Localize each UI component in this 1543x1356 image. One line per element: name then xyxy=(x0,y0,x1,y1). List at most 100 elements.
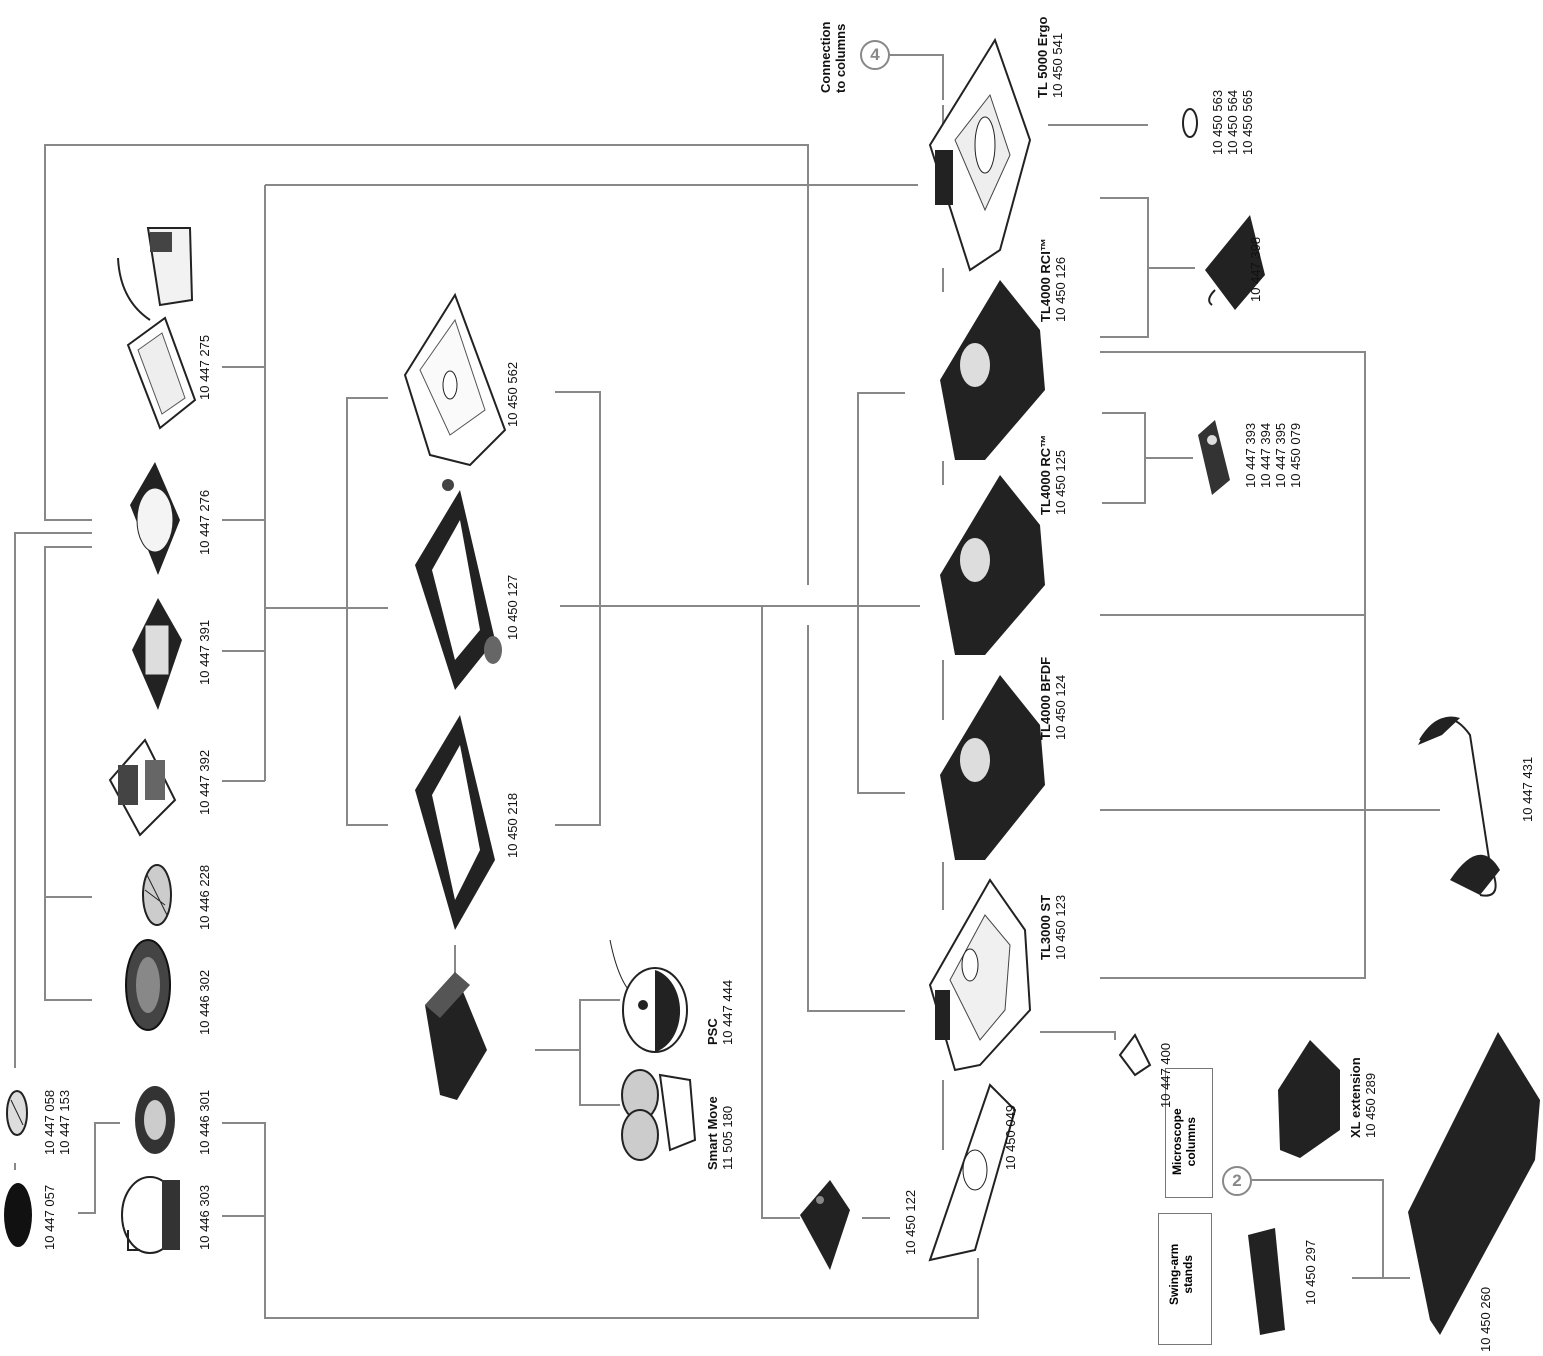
code-line: 10 450 565 xyxy=(1240,89,1255,155)
tl4000bfdf-name: TL4000 BFDF xyxy=(1038,656,1053,740)
smartmove-name: Smart Move xyxy=(705,1096,720,1170)
code-line: 10 447 395 xyxy=(1273,422,1288,488)
connection-line1: Connection xyxy=(818,21,833,94)
code-label: 10 447 431 xyxy=(1520,756,1535,822)
label-xl-extension: XL extension 10 450 289 xyxy=(1348,1057,1378,1138)
code-line: 10 447 153 xyxy=(57,1089,72,1155)
microscope-columns-line2: columns xyxy=(1184,1116,1198,1167)
code-label: 10 447 275 xyxy=(197,334,212,400)
base-tl4000rc-icon xyxy=(940,475,1045,655)
base-tl5000-icon xyxy=(928,37,1032,272)
filter-10447058-icon xyxy=(6,1090,28,1136)
swing-arm-line2: stands xyxy=(1181,1254,1195,1294)
connection-callout: Connection to columns xyxy=(818,22,848,94)
microscope-columns-label: Microscope columns xyxy=(1170,1108,1198,1175)
code-line: 10 447 058 xyxy=(42,1089,57,1155)
swing-arm-box xyxy=(1158,1213,1212,1345)
stage-plate-10447392-icon xyxy=(108,738,177,837)
block-10450122-icon xyxy=(800,1180,850,1270)
code-line: 10 450 079 xyxy=(1288,422,1303,488)
code-label: 10 447 398 xyxy=(1248,236,1263,302)
code-label: 10 447 057 xyxy=(42,1184,57,1250)
stage-10450218-icon xyxy=(415,715,495,930)
tl4000rc-code: 10 450 125 xyxy=(1053,449,1068,515)
microscope-columns-line1: Microscope xyxy=(1170,1108,1184,1175)
code-label: 10 446 302 xyxy=(197,969,212,1035)
tl4000rci-name: TL4000 RCI™ xyxy=(1038,238,1053,322)
base-plate-10450049-icon xyxy=(928,1083,1017,1262)
code-label: 10 450 127 xyxy=(505,574,520,640)
connection-number-badge: 4 xyxy=(860,40,890,70)
label-tl4000bfdf: TL4000 BFDF 10 450 124 xyxy=(1038,657,1068,740)
xl-code: 10 450 289 xyxy=(1363,1072,1378,1138)
stage-plate-10447391-icon xyxy=(132,598,182,710)
psc-name: PSC xyxy=(705,1018,720,1045)
code-label: 10 450 049 xyxy=(1003,1104,1018,1170)
holder-10447400-icon xyxy=(1118,1033,1152,1077)
plate-10450297-icon xyxy=(1248,1228,1285,1335)
code-label: 10 447 276 xyxy=(197,489,212,555)
code-label: 10 446 301 xyxy=(197,1089,212,1155)
insert-10447393-icon xyxy=(1198,420,1230,495)
base-tl3000-icon xyxy=(928,878,1032,1072)
gear-plate-10446302-icon xyxy=(125,939,171,1031)
label-tl5000: TL 5000 Ergo 10 450 541 xyxy=(1035,17,1065,98)
label-tl4000rci: TL4000 RCI™ 10 450 126 xyxy=(1038,238,1068,322)
adapter-10446301-icon xyxy=(135,1086,175,1154)
controller-box-icon xyxy=(425,972,487,1100)
code-label: 10 450 297 xyxy=(1303,1239,1318,1305)
code-label: 10 450 122 xyxy=(903,1189,918,1255)
connection-line2: to columns xyxy=(833,23,848,93)
swing-arm-label: Swing-arm stands xyxy=(1167,1244,1195,1305)
label-tl4000rc: TL4000 RC™ 10 450 125 xyxy=(1038,435,1068,515)
smartmove-code: 11 505 180 xyxy=(720,1105,735,1170)
code-label: 10 446 303 xyxy=(197,1184,212,1250)
microscope-columns-box xyxy=(1165,1068,1213,1198)
code-label: 10 447 400 xyxy=(1158,1042,1173,1108)
xl-name: XL extension xyxy=(1348,1057,1363,1138)
code-line: 10 447 393 xyxy=(1243,422,1258,488)
base-plate-10450260-icon xyxy=(1408,1032,1540,1335)
stage-plate-10447275-icon xyxy=(117,227,197,430)
columns-number-badge: 2 xyxy=(1222,1166,1252,1196)
base-tl4000rci-icon xyxy=(940,280,1045,460)
stage-plate-10447276-icon xyxy=(130,462,180,575)
filter-10446228-icon xyxy=(142,864,172,926)
code-label-group: 10 450 563 10 450 564 10 450 565 xyxy=(1210,90,1255,155)
tl4000rci-code: 10 450 126 xyxy=(1053,256,1068,322)
filter-10447057-icon xyxy=(4,1183,32,1247)
code-line: 10 450 564 xyxy=(1225,89,1240,155)
psc-joystick-icon xyxy=(609,939,688,1053)
code-label: 10 450 218 xyxy=(505,792,520,858)
tl3000-code: 10 450 123 xyxy=(1053,894,1068,960)
adapter-10446303-icon xyxy=(121,1176,180,1254)
label-smartmove: Smart Move 11 505 180 xyxy=(705,1096,735,1170)
smart-move-icon xyxy=(621,1069,697,1161)
code-label: 10 450 260 xyxy=(1478,1286,1493,1352)
code-label: 10 447 392 xyxy=(197,749,212,815)
tl4000rc-name: TL4000 RC™ xyxy=(1038,434,1053,515)
psc-code: 10 447 444 xyxy=(720,979,735,1045)
code-label-group: 10 447 393 10 447 394 10 447 395 10 450 … xyxy=(1243,423,1303,488)
code-label: 10 446 228 xyxy=(197,864,212,930)
tl5000-name: TL 5000 Ergo xyxy=(1035,16,1050,98)
stage-10450562-icon xyxy=(403,292,507,467)
tl4000bfdf-code: 10 450 124 xyxy=(1053,674,1068,740)
label-tl3000: TL3000 ST 10 450 123 xyxy=(1038,895,1068,960)
swing-arm-line1: Swing-arm xyxy=(1167,1243,1181,1305)
ring-10450563-icon xyxy=(1182,108,1198,138)
code-label: 10 447 391 xyxy=(197,619,212,685)
code-label: 10 450 562 xyxy=(505,361,520,427)
code-label-pair: 10 447 058 10 447 153 xyxy=(42,1090,72,1155)
base-tl4000bfdf-icon xyxy=(940,675,1045,860)
tl5000-code: 10 450 541 xyxy=(1050,32,1065,98)
label-psc: PSC 10 447 444 xyxy=(705,980,735,1045)
arm-rest-10447431-icon xyxy=(1418,716,1500,897)
code-line: 10 450 563 xyxy=(1210,89,1225,155)
stage-10450127-icon xyxy=(415,479,502,690)
footswitch-10447398-icon xyxy=(1205,215,1265,310)
code-line: 10 447 394 xyxy=(1258,422,1273,488)
tl3000-name: TL3000 ST xyxy=(1038,894,1053,960)
